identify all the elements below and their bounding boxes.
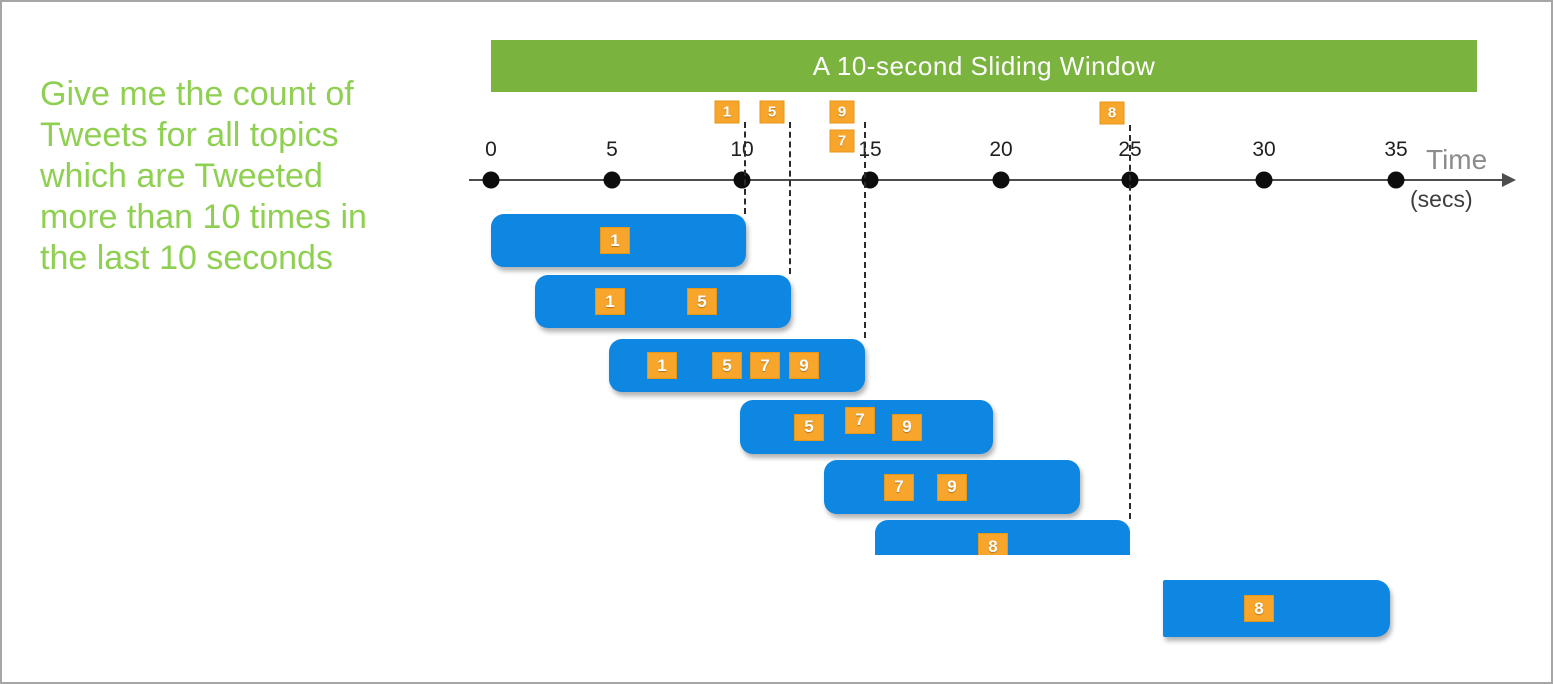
sliding-window-bar: 8 xyxy=(875,520,1130,555)
event-marker: 5 xyxy=(712,352,742,379)
tick-label: 15 xyxy=(858,138,882,161)
tick-dot xyxy=(603,171,621,189)
tick-label: 30 xyxy=(1252,138,1276,161)
event-marker: 1 xyxy=(595,288,625,315)
event-marker: 5 xyxy=(687,288,717,315)
event-marker: 5 xyxy=(759,100,785,124)
time-axis-units-label: (secs) xyxy=(1410,186,1473,212)
event-marker: 9 xyxy=(937,473,967,501)
window-bar-shape xyxy=(535,275,791,328)
event-marker: 9 xyxy=(892,413,922,441)
query-line: the last 10 seconds xyxy=(40,239,333,277)
event-marker: 7 xyxy=(750,352,780,379)
event-marker: 1 xyxy=(647,352,677,379)
query-line: Tweets for all topics xyxy=(40,116,339,154)
tick-dot xyxy=(482,171,500,189)
event-marker: 8 xyxy=(978,533,1008,555)
dashed-guide-line xyxy=(1129,125,1131,519)
event-marker: 7 xyxy=(884,473,914,501)
event-marker: 7 xyxy=(845,406,875,434)
sliding-window-banner: A 10-second Sliding Window xyxy=(491,40,1477,92)
sliding-window-bar: 8 xyxy=(1163,580,1390,637)
event-marker: 1 xyxy=(714,100,740,124)
tick-label: 5 xyxy=(606,138,618,161)
banner-label: A 10-second Sliding Window xyxy=(812,50,1156,81)
event-marker: 7 xyxy=(829,129,855,153)
query-line: which are Tweeted xyxy=(40,157,323,195)
tick-label: 0 xyxy=(485,138,497,161)
sliding-window-bar: 1 xyxy=(491,214,746,267)
event-marker: 8 xyxy=(1099,101,1125,125)
event-marker: 5 xyxy=(794,413,824,441)
tick-dot xyxy=(1387,171,1405,189)
dashed-guide-line xyxy=(789,122,791,274)
dashed-guide-line xyxy=(864,122,866,338)
dashed-guide-line xyxy=(744,122,746,214)
event-marker: 8 xyxy=(1244,595,1274,622)
tick-dot xyxy=(992,171,1010,189)
tick-label: 20 xyxy=(989,138,1013,161)
window-bar-shape xyxy=(1163,580,1390,637)
query-text: Give me the count of Tweets for all topi… xyxy=(40,74,470,279)
time-axis-label: Time xyxy=(1426,144,1488,175)
tick-label: 10 xyxy=(730,138,754,161)
event-marker: 1 xyxy=(600,227,630,254)
time-axis-arrowhead-icon xyxy=(1502,173,1516,187)
time-axis xyxy=(469,179,1504,181)
event-marker: 9 xyxy=(789,352,819,379)
tick-dot xyxy=(733,171,751,189)
tick-label: 35 xyxy=(1384,138,1408,161)
query-line: more than 10 times in xyxy=(40,198,367,236)
event-marker: 9 xyxy=(829,100,855,124)
tick-dot xyxy=(1255,171,1273,189)
query-line: Give me the count of xyxy=(40,75,354,113)
